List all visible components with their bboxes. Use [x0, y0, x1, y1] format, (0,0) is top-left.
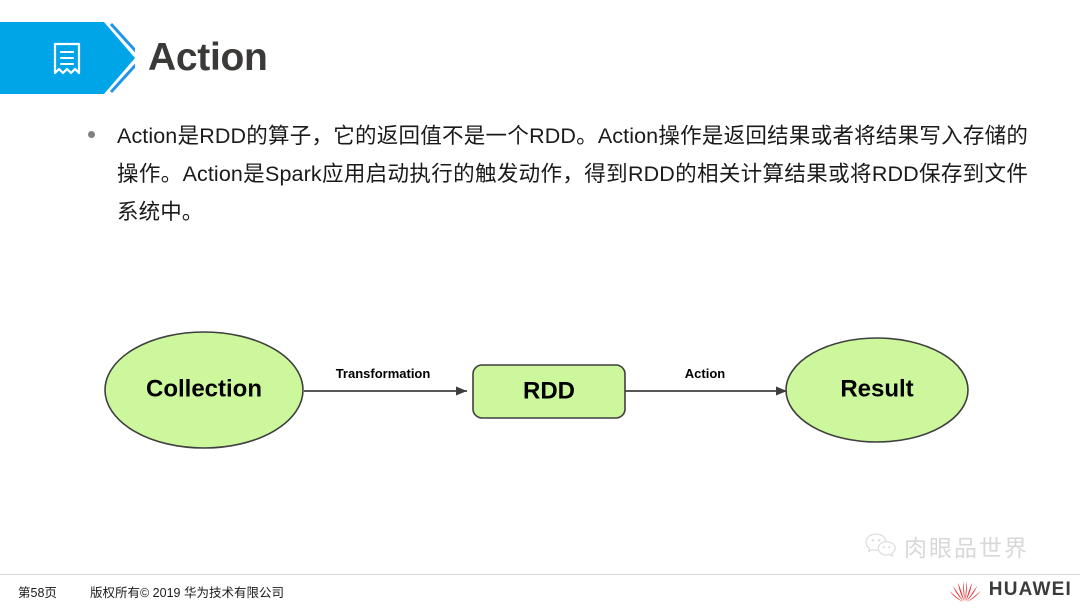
huawei-wordmark: HUAWEI [988, 579, 1072, 600]
body-content: Action是RDD的算子，它的返回值不是一个RDD。Action操作是返回结果… [88, 117, 1028, 231]
diagram-edge-transformation-arrowhead [456, 386, 467, 396]
wechat-icon [865, 533, 896, 557]
diagram-node-collection-label: Collection [146, 375, 262, 402]
diagram-node-collection [104, 331, 304, 449]
huawei-flower-icon [949, 581, 981, 602]
huawei-logo: HUAWEI [948, 576, 1072, 604]
slide-header: Action [0, 22, 1080, 94]
document-lines-icon [53, 42, 81, 75]
diagram-node-result [785, 337, 969, 443]
footer-divider [0, 574, 1080, 575]
bullet-dot-icon [88, 131, 95, 138]
slide-footer: 第58页 版权所有© 2019 华为技术有限公司 HUAWEI [0, 574, 1080, 608]
diagram-node-result-label: Result [840, 375, 913, 402]
diagram-edge-action-arrowhead [776, 386, 787, 396]
diagram-edge-transformation-label: Transformation [336, 366, 431, 381]
wechat-watermark: 肉眼品世界 [864, 527, 1054, 565]
diagram-edge-action-label: Action [685, 366, 726, 381]
bullet-paragraph: Action是RDD的算子，它的返回值不是一个RDD。Action操作是返回结果… [117, 124, 1028, 224]
page-number: 第58页 [18, 586, 57, 600]
page-title: Action [148, 36, 268, 79]
diagram-node-rdd-label: RDD [523, 377, 575, 404]
copyright-text: 版权所有© 2019 华为技术有限公司 [90, 586, 284, 600]
bullet-list-item: Action是RDD的算子，它的返回值不是一个RDD。Action操作是返回结果… [88, 117, 1028, 231]
flow-diagram: Collection Transformation RDD Action Res… [95, 320, 995, 460]
watermark-text: 肉眼品世界 [904, 535, 1029, 561]
